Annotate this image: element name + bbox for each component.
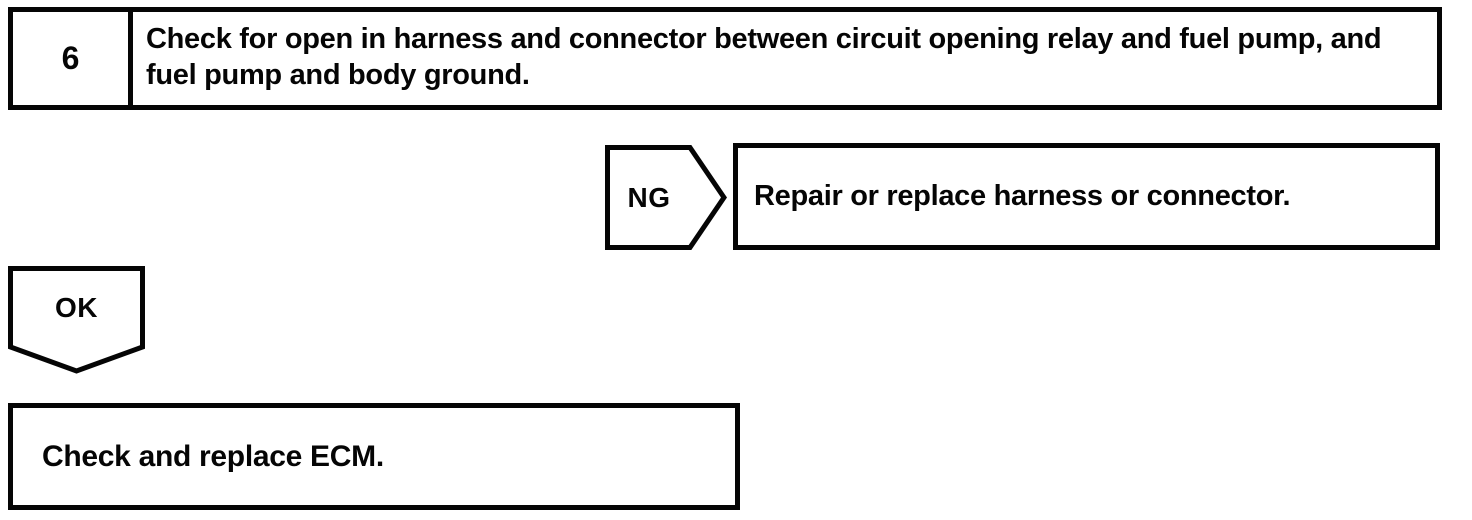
- ng-action-box: Repair or replace harness or connector.: [733, 143, 1440, 250]
- ok-connector-shape: OK: [8, 266, 145, 374]
- step-number: 6: [13, 12, 133, 105]
- ng-connector-shape: NG: [605, 145, 727, 250]
- ng-pentagon-icon: [605, 145, 727, 250]
- ng-label: NG: [627, 181, 671, 213]
- ok-pentagon-icon: [8, 266, 145, 374]
- ok-action-box: Check and replace ECM.: [8, 403, 740, 510]
- step-instruction: Check for open in harness and connector …: [146, 23, 1382, 91]
- ok-action-text: Check and replace ECM.: [42, 439, 384, 473]
- ng-action-text: Repair or replace harness or connector.: [754, 180, 1291, 212]
- ok-label: OK: [55, 292, 98, 323]
- step-box: 6 Check for open in harness and connecto…: [8, 7, 1442, 110]
